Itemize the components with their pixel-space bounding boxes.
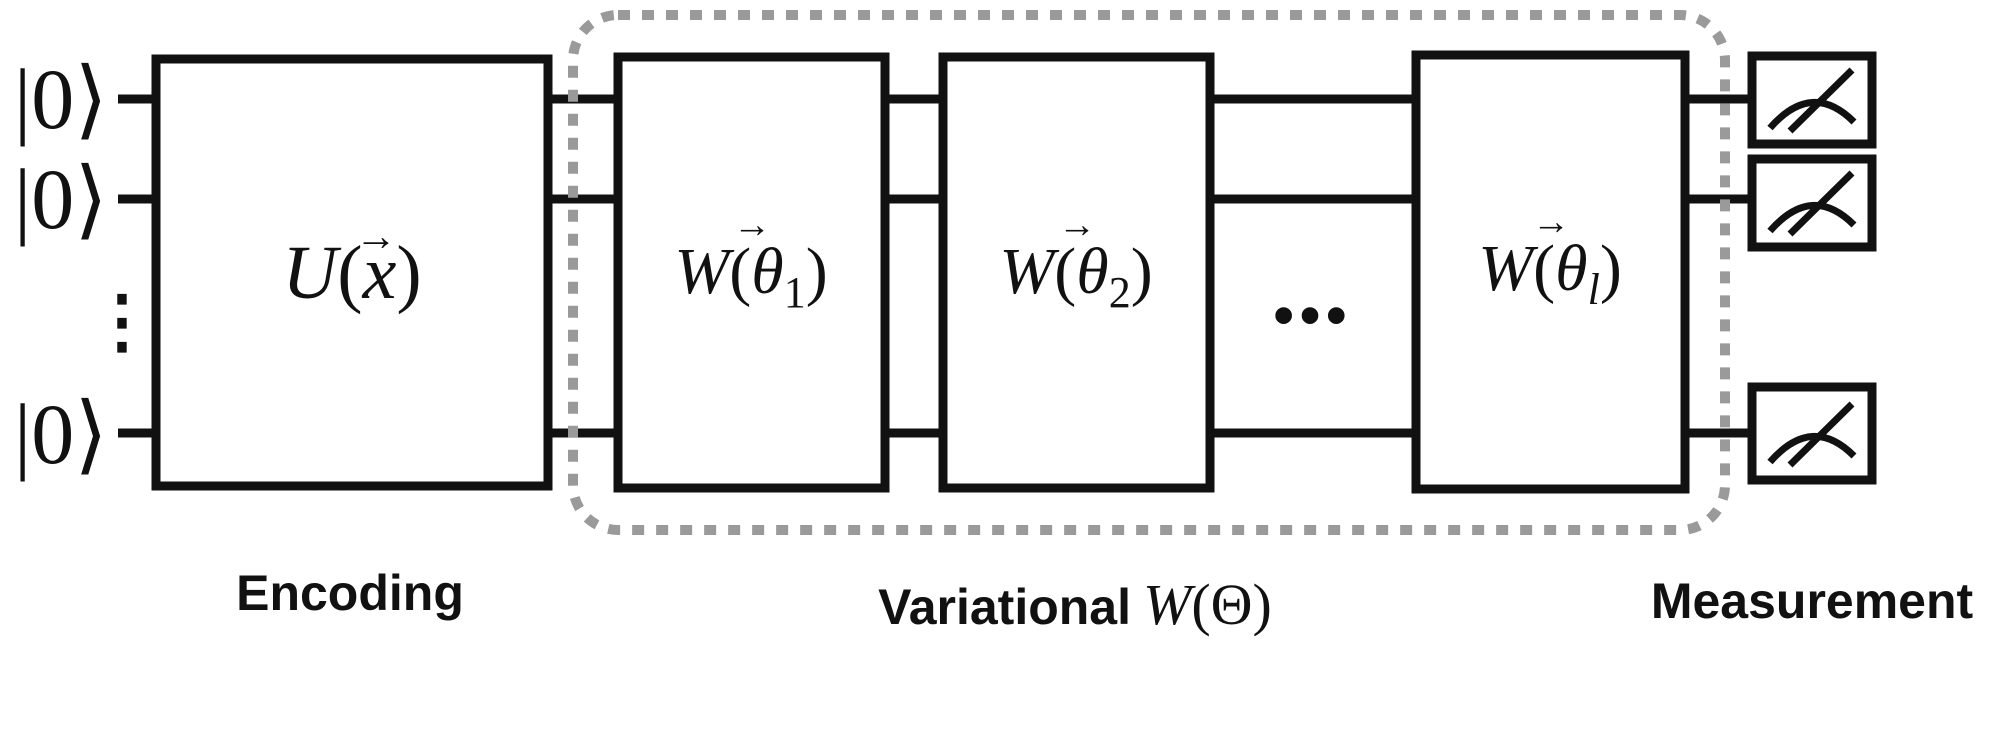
qubit-n-ket: |0⟩ (14, 386, 108, 482)
vertical-ellipsis: ⋮ (87, 284, 157, 361)
layer-l-arg: θ (1555, 232, 1587, 305)
meter-icon-1 (1747, 51, 1877, 149)
caption-encoding: Encoding (236, 565, 464, 621)
layer-1-label: W(θ1) (674, 235, 827, 317)
caption-variational-op: W (1143, 572, 1196, 637)
layer-2-op: W (999, 235, 1059, 308)
layer-2-sub: 2 (1109, 268, 1131, 317)
encoding-gate-op: U (282, 231, 341, 315)
layer-l-box (1411, 50, 1690, 494)
caption-variational-word: Variational (878, 579, 1131, 635)
layer-1-box (613, 52, 890, 493)
layer-l-label: W(θl) (1478, 232, 1622, 314)
layer-2-label: W(θ2) (999, 235, 1152, 317)
qubit-1-ket: |0⟩ (14, 51, 108, 147)
layer-l-op: W (1478, 232, 1538, 305)
input-states: |0⟩ |0⟩ ⋮ |0⟩ (14, 51, 157, 482)
encoding-gate: U(x) → (151, 54, 553, 491)
layer-2-arg: θ (1076, 235, 1108, 308)
layer-1-vector-arrow-icon: → (733, 204, 771, 246)
encoding-vector-arrow-icon: → (355, 214, 397, 260)
measurement-meters (1747, 51, 1877, 485)
encoding-gate-box (151, 54, 553, 491)
layer-l-sub: l (1588, 265, 1600, 314)
qubit-wires (118, 94, 1752, 438)
layer-1-sub: 1 (784, 268, 806, 317)
layer-2-vector-arrow-icon: → (1058, 204, 1096, 246)
encoding-gate-label: U(x) (282, 231, 421, 315)
layer-2-box (938, 52, 1215, 493)
layer-1-arg: θ (751, 235, 783, 308)
variational-layer-l: W(θl) → (1411, 50, 1690, 494)
layer-ellipsis: ••• (1274, 283, 1353, 348)
variational-layer-2: W(θ2) → (938, 52, 1215, 493)
variational-region-outline (568, 10, 1730, 535)
caption-measurement: Measurement (1651, 573, 1974, 629)
layer-l-vector-arrow-icon: → (1532, 201, 1570, 243)
encoding-gate-arg: x (362, 231, 397, 315)
meter-icon-2 (1747, 154, 1877, 252)
meter-icon-n (1747, 382, 1877, 485)
layer-1-op: W (674, 235, 734, 308)
variational-layer-1: W(θ1) → (613, 52, 890, 493)
caption-variational-arg: Θ (1211, 572, 1253, 637)
qubit-2-ket: |0⟩ (14, 151, 108, 247)
